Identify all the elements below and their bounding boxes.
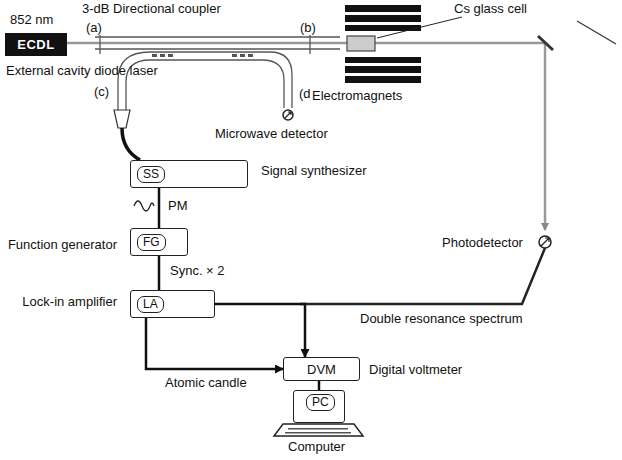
electromagnets [345,5,421,83]
detector-arrow [541,238,549,246]
sine-symbol [134,201,154,211]
box-text: LA [137,296,164,313]
laser-beam [544,43,547,230]
signal-connector [158,256,161,290]
box-text: ECDL [6,37,66,52]
signal-label: Atomic candle [163,375,249,390]
box-text: PC [306,394,335,411]
device-label: Computer [288,439,345,454]
cs-glass-cell [347,36,375,51]
signal-connector [158,188,161,228]
signal-connector [215,304,305,357]
signal-connector [146,318,283,369]
box-text: DVM [284,362,359,377]
leader-line [577,21,616,44]
instrument-box: LALock-in amplifier [130,290,215,318]
port-label: (b) [298,20,318,35]
instrument-box: DVMDigital voltmeter [283,357,360,381]
wavelength-label: 852 nm [8,12,55,27]
box-text: SS [137,166,165,183]
signal-wire [300,248,545,304]
device-label: External cavity diode laser [6,63,158,78]
cable-connector [114,110,130,128]
instrument-box: SSSignal synthesizer [130,160,248,188]
port-label: (c) [92,84,111,99]
photodetector-symbol [539,236,551,248]
signal-connector [318,381,321,390]
instrument-name: Signal synthesizer [261,163,367,178]
signal-label: Double resonance spectrum [358,311,525,326]
port-label: (a) [84,20,104,35]
part-label: 3-dB Directional coupler [80,1,223,16]
leader-line [377,17,462,38]
laptop-keys [285,428,351,434]
signal-label: Sync. × 2 [168,263,227,278]
instrument-name: Digital voltmeter [369,362,462,377]
detector-arrow [285,112,291,118]
part-label: Electromagnets [310,88,404,103]
microwave-detector [283,110,293,120]
signal-label: PM [166,198,190,213]
laptop-screen: PCComputer [293,390,345,423]
instrument-name: Lock-in amplifier [22,294,117,309]
microwave-cable [122,128,140,160]
part-label: Cs glass cell [452,1,529,16]
laptop-base [274,424,363,436]
mirror [538,36,553,50]
instrument-name: Function generator [8,237,117,252]
coupling-region [152,54,253,57]
instrument-box: FGFunction generator [130,228,188,256]
part-label: Microwave detector [213,126,330,141]
laser-box: ECDLExternal cavity diode laser [5,33,67,56]
laser-beam [55,42,545,45]
part-label: Photodetector [440,235,525,250]
box-text: FG [137,234,166,251]
